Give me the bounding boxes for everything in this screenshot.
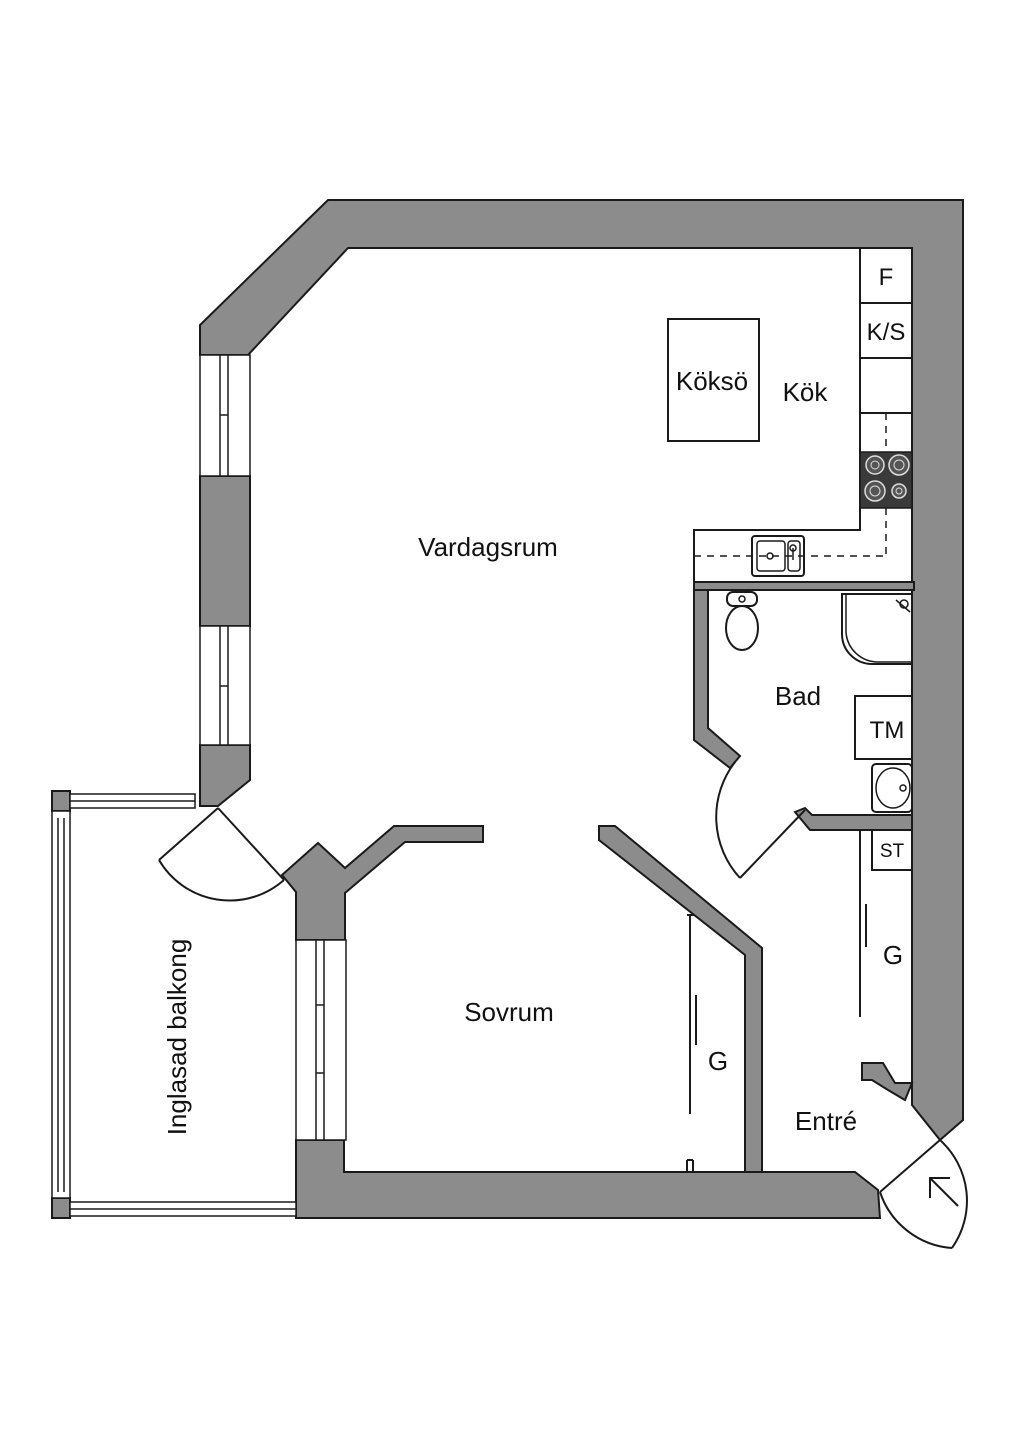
cabinet-box [859, 357, 913, 414]
door-entrance [879, 1139, 968, 1249]
window-living-upper [199, 354, 251, 477]
washer-label: TM [870, 717, 905, 744]
bathroom-fixtures [725, 591, 913, 813]
room-label-sovrum: Sovrum [464, 997, 554, 1027]
room-label-entre: Entré [795, 1106, 857, 1136]
washer-box [854, 695, 913, 760]
entrance-arrow-icon [929, 1177, 959, 1207]
wardrobes [686, 829, 913, 1172]
freezer-label: K/S [867, 319, 906, 346]
stove-icon [859, 451, 913, 509]
labels: Vardagsrum Kök Köksö Bad Sovrum Entré In… [162, 264, 905, 1136]
room-label-bad: Bad [775, 681, 821, 711]
doors [158, 761, 968, 1249]
windows [51, 354, 347, 1217]
washbasin-icon [871, 763, 913, 813]
window-bedroom [295, 939, 347, 1141]
shower-icon [841, 593, 913, 665]
door-balcony [158, 807, 285, 902]
wardrobe-bedroom-label: G [708, 1046, 728, 1076]
sink-icon [751, 535, 805, 577]
wardrobe-bedroom [686, 914, 697, 1172]
island-label: Köksö [676, 366, 748, 396]
kitchen-island [667, 318, 760, 442]
window-living-lower [199, 625, 251, 746]
wardrobe-hall-label: G [883, 940, 903, 970]
room-label-kok: Kök [783, 377, 829, 407]
room-label-vardagsrum: Vardagsrum [418, 532, 558, 562]
balcony-glazing [51, 793, 297, 1217]
kitchen [667, 247, 913, 583]
toilet-icon [725, 591, 759, 651]
storage-label: ST [880, 841, 905, 862]
wardrobe-hall [859, 829, 913, 1017]
room-label-balkong: Inglasad balkong [162, 939, 192, 1136]
door-bathroom [715, 761, 806, 879]
interior-walls [280, 581, 915, 1173]
fridge-label: F [879, 264, 894, 291]
